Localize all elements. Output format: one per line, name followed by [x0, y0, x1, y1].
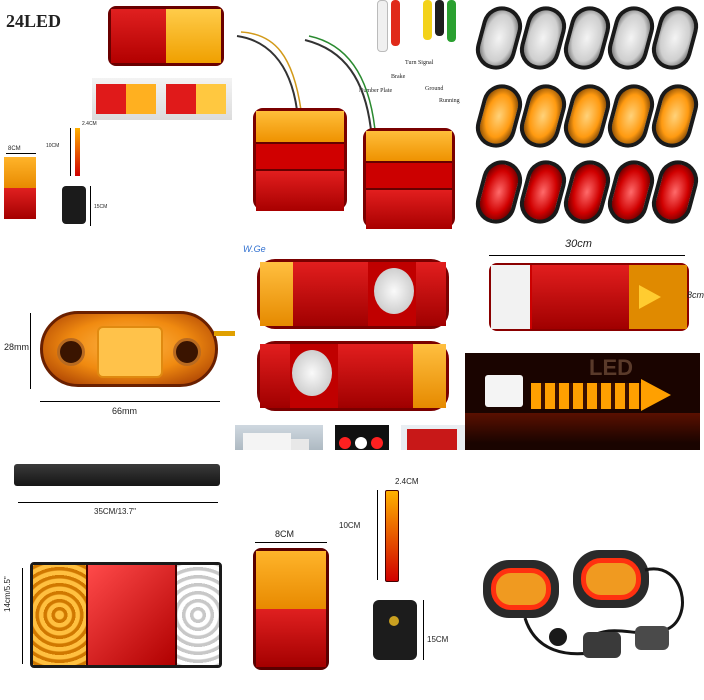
- dim-line-marker-height: [30, 313, 31, 389]
- bar-banner-text: LED: [589, 355, 633, 380]
- long-dark-bar: [14, 464, 220, 486]
- magnet-base-2: [635, 626, 669, 650]
- dim-line-large-bracket: [423, 600, 424, 660]
- dim-bar-length-bottom: 35CM/13.7": [94, 507, 136, 516]
- marker-amber-1: [471, 79, 527, 153]
- dim-bar-height: 8cm: [687, 290, 704, 300]
- marker-red-5: [647, 155, 703, 229]
- combo-lamp-bottom: [257, 341, 449, 411]
- small-lamp-back: [62, 186, 86, 224]
- marker-red-1: [471, 155, 527, 229]
- wire-yellow: [423, 0, 432, 40]
- dim-marker-width: 66mm: [112, 406, 138, 416]
- label-ground: Ground: [425, 86, 444, 92]
- combo-lamp-top: [257, 259, 449, 329]
- dim-bar-length-top: 30cm: [565, 238, 592, 250]
- label-brake: Brake: [391, 74, 406, 80]
- dim-line-marker-width: [40, 401, 220, 402]
- marker-wire: [214, 331, 235, 336]
- cell-24led-lamps: 24LED 8CM 10CM 2.4CM 15CM: [0, 0, 235, 235]
- marker-red-4: [603, 155, 659, 229]
- dim-large-bracket: 15CM: [427, 635, 449, 644]
- wired-lamp-right: [363, 128, 455, 229]
- marker-white-1: [471, 1, 527, 75]
- magnet-base-1: [583, 632, 621, 658]
- marker-amber-3: [559, 79, 615, 153]
- wire-red: [391, 0, 400, 46]
- small-lamp-front: [4, 157, 36, 219]
- dim-line-large-height: [377, 490, 378, 580]
- lamp-cables: [236, 31, 376, 131]
- dim-small-height: 10CM: [46, 143, 60, 149]
- cell-magnetic-lights: [465, 450, 700, 700]
- headline-24led: 24LED: [6, 11, 62, 31]
- wired-lamp-left: [253, 108, 347, 211]
- dim-large-width: 8CM: [275, 529, 295, 539]
- lamp-photo-top: [108, 6, 224, 66]
- large-lamp-back: [373, 600, 417, 660]
- cell-wired-lamps: Turn Signal Brake Number Plate Ground Ru…: [235, 0, 465, 235]
- three-section-lamp: [30, 562, 222, 668]
- marker-white-4: [603, 1, 659, 75]
- large-lamp-back-screw: [389, 616, 399, 626]
- small-lamp-side: [75, 128, 80, 176]
- cell-led-bar: 30cm 8cm LED: [465, 235, 704, 450]
- large-lamp-side: [385, 490, 399, 582]
- wire-black: [435, 0, 444, 36]
- dim-small-depth: 2.4CM: [82, 121, 97, 127]
- marker-white-5: [647, 1, 703, 75]
- tow-light-right: [573, 550, 649, 608]
- marker-white-3: [559, 1, 615, 75]
- dim-large-height: 10CM: [339, 521, 361, 530]
- label-running: Running: [439, 98, 460, 104]
- wire-green: [447, 0, 456, 42]
- dim-marker-height: 28mm: [4, 342, 30, 352]
- dim-small-width: 8CM: [8, 146, 21, 152]
- brand-watermark: W.Ge: [243, 244, 266, 254]
- marker-amber-5: [647, 79, 703, 153]
- dim-large-depth: 2.4CM: [395, 477, 419, 486]
- truck-photo-white: [235, 425, 323, 465]
- tow-light-cables: [523, 567, 684, 656]
- marker-red-2: [515, 155, 571, 229]
- led-bar-unlit: [489, 263, 689, 331]
- dim-line-large-width: [255, 542, 327, 543]
- cell-oval-marker: 28mm 66mm: [0, 235, 235, 450]
- marker-amber-2: [515, 79, 571, 153]
- label-turn-signal: Turn Signal: [405, 60, 434, 66]
- lamp-pair-strip: [92, 78, 232, 120]
- oval-marker: [40, 311, 218, 387]
- wire-white: [377, 0, 388, 52]
- cell-marker-grid: [465, 0, 703, 235]
- large-lamp-front: [253, 548, 329, 670]
- dim-line-bar-length: [489, 255, 685, 256]
- marker-amber-4: [603, 79, 659, 153]
- marker-white-2: [515, 1, 571, 75]
- dim-line-bracket: [90, 186, 91, 226]
- dim-small-bracket: 15CM: [94, 204, 108, 210]
- tow-light-left: [483, 560, 559, 618]
- dim-line-long-bar: [18, 502, 218, 503]
- dim-line-combo-height: [22, 568, 23, 664]
- cell-lamp-dims: 8CM 2.4CM 10CM 15CM: [235, 450, 465, 700]
- tow-plug: [549, 628, 567, 646]
- dim-combo-height: 14cm/5.5": [3, 576, 12, 612]
- cell-combo-lamps: W.Ge: [235, 235, 465, 470]
- marker-red-3: [559, 155, 615, 229]
- cell-long-bar-combo: 35CM/13.7" 14cm/5.5": [0, 450, 235, 700]
- dim-line-height: [70, 128, 71, 176]
- dim-line-width: [6, 153, 36, 154]
- label-number-plate: Number Plate: [359, 88, 393, 94]
- led-bar-lit: LED: [465, 353, 700, 450]
